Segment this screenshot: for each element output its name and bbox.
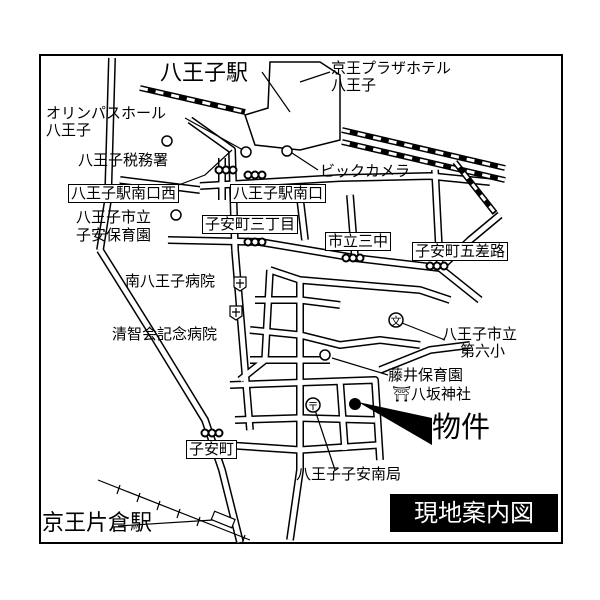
svg-text:〒: 〒	[308, 400, 319, 413]
map-title: 現地案内図	[390, 494, 558, 532]
label-yasaka-shrine: ⛩八坂神社	[392, 385, 472, 403]
post-office-icon: 〒	[305, 397, 321, 413]
svg-text:文: 文	[391, 314, 402, 328]
label-bic-camera: ビックカメラ	[320, 162, 411, 180]
school-icon: 文	[388, 312, 404, 328]
hospital-icon	[229, 276, 247, 321]
keio-railway	[97, 479, 251, 545]
label-olympus-1: オリンパスホール	[46, 104, 167, 122]
landmark-circle-icon	[161, 135, 331, 361]
intersection-minamiguchi: 八王子駅南口	[230, 184, 327, 203]
intersection-koyasu: 子安町	[186, 440, 238, 459]
map-frame	[39, 54, 563, 544]
label-koyasu-nursery-1: 八王子市立	[76, 208, 152, 226]
intersection-koyasu-3chome: 子安町三丁目	[202, 215, 299, 234]
label-tax-office: 八王子税務署	[78, 151, 169, 169]
traffic-signal-icon	[200, 165, 449, 438]
intersection-shiritsu-sanchu: 市立三中	[325, 232, 392, 251]
label-olympus-2: 八王子	[46, 121, 92, 139]
station-building	[244, 61, 341, 151]
label-post-office: 八王子子安南局	[296, 465, 402, 483]
label-hachioji-station: 八王子駅	[160, 61, 249, 86]
property-label: 物件	[432, 410, 491, 444]
label-school-1: 八王子市立	[442, 325, 518, 343]
jr-railway	[139, 85, 506, 215]
leader-lines	[117, 71, 446, 527]
label-seichikai-hospital: 清智会記念病院	[112, 325, 218, 343]
label-koyasu-nursery-2: 子安保育園	[76, 226, 152, 244]
label-school-2: 第六小	[460, 342, 506, 360]
property-marker-icon	[349, 398, 432, 445]
label-keio-katakura: 京王片倉駅	[42, 511, 153, 536]
label-keio-plaza-2: 八王子	[331, 76, 377, 94]
label-keio-plaza-1: 京王プラザホテル	[331, 59, 452, 77]
label-minami-hospital: 南八王子病院	[125, 272, 216, 290]
intersection-koyasu-gosaro: 子安町五差路	[412, 242, 509, 261]
intersection-minamiguchi-nishi: 八王子駅南口西	[68, 184, 180, 203]
label-fujii-nursery: 藤井保育園	[388, 366, 464, 384]
